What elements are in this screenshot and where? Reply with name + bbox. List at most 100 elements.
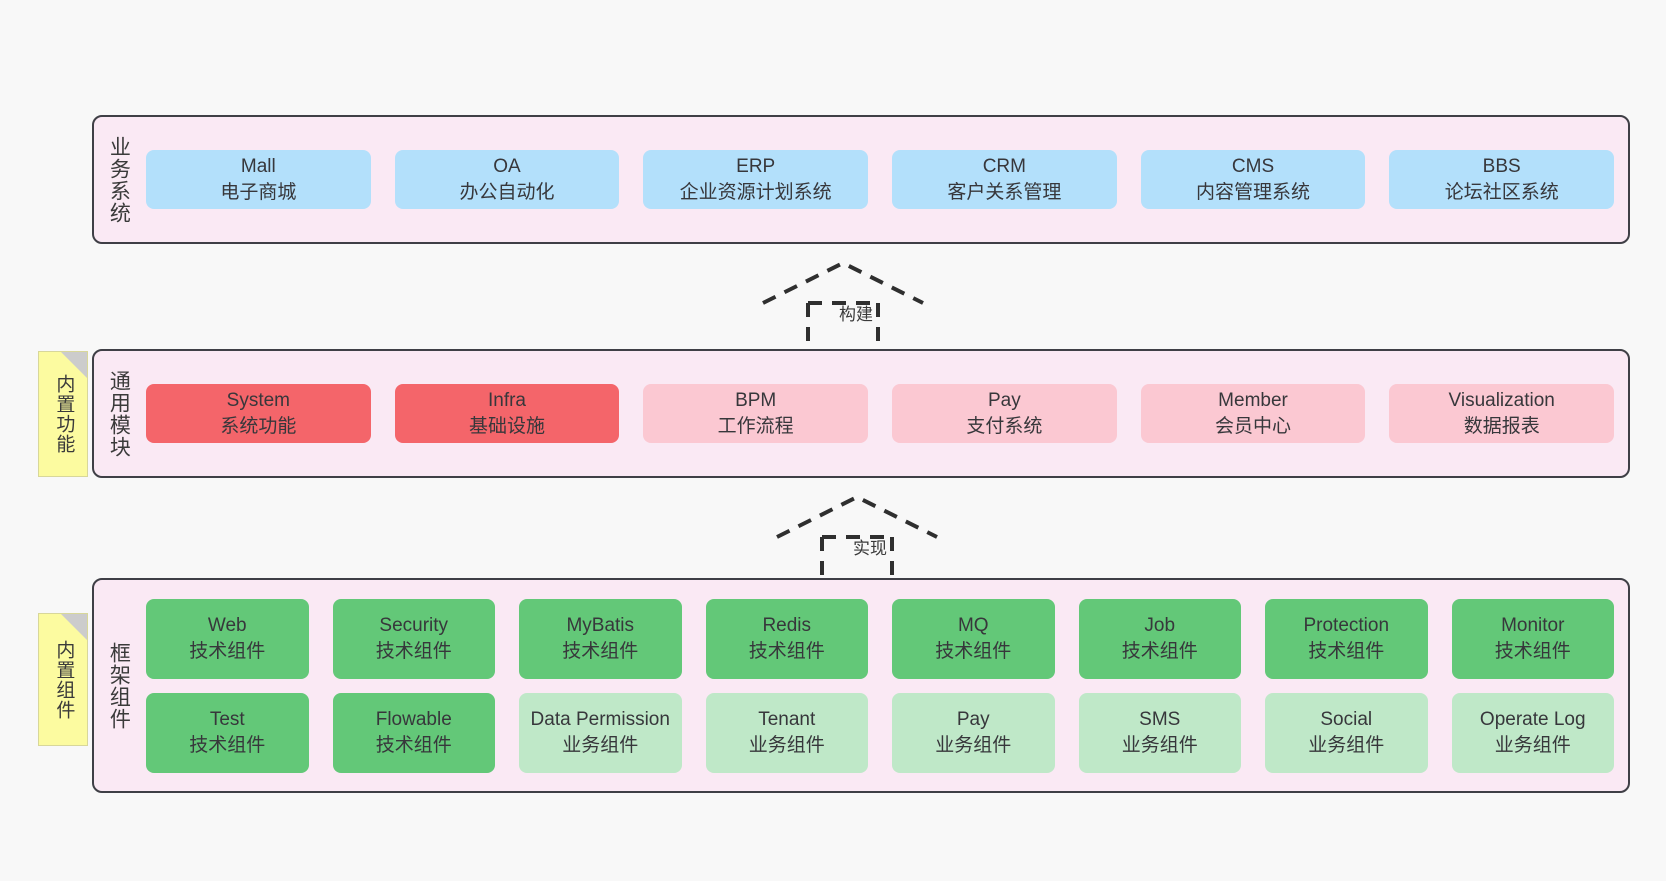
module-card-social[interactable]: Social 业务组件	[1265, 692, 1428, 773]
module-card-protection[interactable]: Protection 技术组件	[1265, 598, 1428, 679]
module-title: Monitor	[1501, 615, 1565, 637]
layer-row: Web 技术组件 Security 技术组件 MyBatis 技术组件 Redi…	[146, 598, 1614, 679]
module-card-erp[interactable]: ERP 企业资源计划系统	[643, 150, 869, 209]
module-title: Redis	[762, 615, 812, 637]
module-card-data-permission[interactable]: Data Permission 业务组件	[519, 692, 682, 773]
layer-row: System 系统功能 Infra 基础设施 BPM 工作流程 Pay 支付系统…	[146, 384, 1615, 443]
layer-title-common-modules: 通用模块	[107, 369, 131, 458]
module-title: Member	[1218, 390, 1288, 412]
module-subtitle: 系统功能	[220, 415, 297, 437]
layer-business-system: 业务系统 Mall 电子商城 OA 办公自动化 ERP 企业资源计划系统 CRM…	[92, 115, 1630, 244]
sticky-note-label: 内置功能	[53, 374, 75, 454]
connector-label-implement: 实现	[853, 539, 887, 558]
note-fold-corner-icon	[61, 614, 87, 640]
connector-implement: 实现	[772, 492, 942, 587]
module-card-visualization[interactable]: Visualization 数据报表	[1389, 384, 1615, 443]
note-fold-corner-icon	[61, 352, 87, 378]
module-card-bbs[interactable]: BBS 论坛社区系统	[1389, 150, 1615, 209]
layer-body-common-modules: System 系统功能 Infra 基础设施 BPM 工作流程 Pay 支付系统…	[142, 351, 1628, 476]
module-title: Protection	[1303, 615, 1390, 637]
module-title: Tenant	[758, 709, 816, 731]
module-subtitle: 客户关系管理	[947, 181, 1062, 203]
module-card-web[interactable]: Web 技术组件	[146, 598, 309, 679]
module-card-pay-component[interactable]: Pay 业务组件	[892, 692, 1055, 773]
layer-row: Test 技术组件 Flowable 技术组件 Data Permission …	[146, 692, 1614, 773]
module-card-crm[interactable]: CRM 客户关系管理	[892, 150, 1117, 209]
module-subtitle: 技术组件	[375, 640, 452, 662]
module-title: System	[226, 390, 291, 412]
module-subtitle: 技术组件	[189, 734, 266, 756]
module-title: BBS	[1482, 156, 1521, 178]
module-subtitle: 业务组件	[1494, 734, 1571, 756]
module-title: Visualization	[1448, 390, 1555, 412]
module-subtitle: 技术组件	[1494, 640, 1571, 662]
module-card-oa[interactable]: OA 办公自动化	[394, 150, 620, 209]
module-subtitle: 业务组件	[935, 734, 1012, 756]
module-subtitle: 会员中心	[1215, 415, 1292, 437]
module-title: Data Permission	[530, 709, 670, 731]
module-title: Social	[1320, 709, 1373, 731]
module-card-infra[interactable]: Infra 基础设施	[394, 384, 620, 443]
module-title: Pay	[987, 390, 1021, 412]
module-card-pay[interactable]: Pay 支付系统	[892, 384, 1117, 443]
module-subtitle: 数据报表	[1463, 415, 1540, 437]
module-card-member[interactable]: Member 会员中心	[1140, 384, 1366, 443]
module-title: Infra	[487, 390, 527, 412]
module-card-test[interactable]: Test 技术组件	[146, 692, 309, 773]
connector-build: 构建	[758, 258, 928, 353]
module-title: Test	[209, 709, 245, 731]
module-card-cms[interactable]: CMS 内容管理系统	[1140, 150, 1366, 209]
module-card-operate-log[interactable]: Operate Log 业务组件	[1451, 692, 1614, 773]
layer-body-business-system: Mall 电子商城 OA 办公自动化 ERP 企业资源计划系统 CRM 客户关系…	[142, 117, 1628, 242]
module-title: Pay	[956, 709, 990, 731]
module-title: SMS	[1139, 709, 1181, 731]
layer-common-modules: 通用模块 System 系统功能 Infra 基础设施 BPM 工作流程 Pay…	[92, 349, 1630, 478]
module-title: Mall	[240, 156, 276, 178]
layer-title-framework-components: 框架组件	[107, 641, 131, 730]
module-subtitle: 企业资源计划系统	[679, 181, 832, 203]
sticky-note-builtin-components: 内置组件	[38, 613, 88, 746]
module-card-mybatis[interactable]: MyBatis 技术组件	[519, 598, 682, 679]
module-card-bpm[interactable]: BPM 工作流程	[643, 384, 869, 443]
module-title: Web	[207, 615, 247, 637]
module-title: MyBatis	[566, 615, 635, 637]
module-card-security[interactable]: Security 技术组件	[332, 598, 495, 679]
module-card-mall[interactable]: Mall 电子商城	[146, 150, 371, 209]
sticky-note-builtin-features: 内置功能	[38, 351, 88, 477]
module-subtitle: 业务组件	[562, 734, 639, 756]
module-title: MQ	[957, 615, 989, 637]
module-card-tenant[interactable]: Tenant 业务组件	[705, 692, 868, 773]
module-subtitle: 内容管理系统	[1196, 181, 1311, 203]
module-subtitle: 支付系统	[966, 415, 1043, 437]
module-card-redis[interactable]: Redis 技术组件	[705, 598, 868, 679]
module-card-job[interactable]: Job 技术组件	[1078, 598, 1241, 679]
module-title: Flowable	[375, 709, 452, 731]
arrowhead-open-up	[762, 260, 924, 305]
module-subtitle: 技术组件	[1308, 640, 1385, 662]
module-subtitle: 电子商城	[220, 181, 297, 203]
layer-title-business-system: 业务系统	[107, 135, 131, 224]
module-card-sms[interactable]: SMS 业务组件	[1078, 692, 1241, 773]
module-card-monitor[interactable]: Monitor 技术组件	[1451, 598, 1614, 679]
module-title: ERP	[736, 156, 776, 178]
arrowhead-open-up	[776, 494, 938, 539]
module-subtitle: 技术组件	[562, 640, 639, 662]
module-card-system[interactable]: System 系统功能	[146, 384, 371, 443]
sticky-note-label: 内置组件	[53, 639, 75, 720]
module-subtitle: 技术组件	[935, 640, 1012, 662]
module-subtitle: 基础设施	[469, 415, 546, 437]
module-subtitle: 技术组件	[375, 734, 452, 756]
module-subtitle: 技术组件	[189, 640, 266, 662]
layer-framework-components: 框架组件 Web 技术组件 Security 技术组件 MyBatis 技术组件…	[92, 578, 1630, 793]
layer-row: Mall 电子商城 OA 办公自动化 ERP 企业资源计划系统 CRM 客户关系…	[146, 150, 1615, 209]
module-subtitle: 办公自动化	[459, 181, 555, 203]
module-subtitle: 业务组件	[1308, 734, 1385, 756]
module-title: Job	[1144, 615, 1176, 637]
module-card-flowable[interactable]: Flowable 技术组件	[332, 692, 495, 773]
module-card-mq[interactable]: MQ 技术组件	[892, 598, 1055, 679]
module-subtitle: 技术组件	[1121, 640, 1198, 662]
module-title: OA	[493, 156, 521, 178]
module-title: CMS	[1231, 156, 1275, 178]
module-title: Operate Log	[1479, 709, 1586, 731]
